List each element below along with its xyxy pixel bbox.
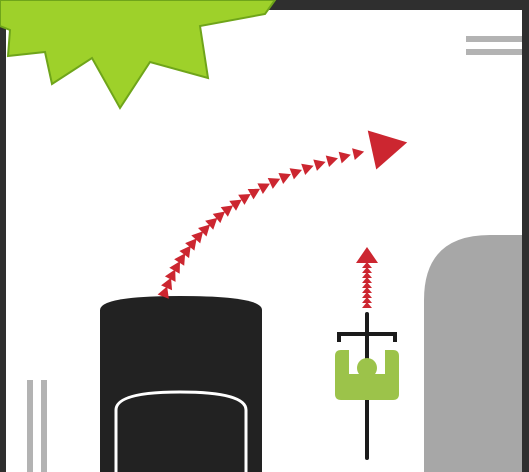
- curb-shape: [424, 235, 522, 472]
- car-icon: [100, 296, 262, 472]
- rider-head: [357, 358, 377, 378]
